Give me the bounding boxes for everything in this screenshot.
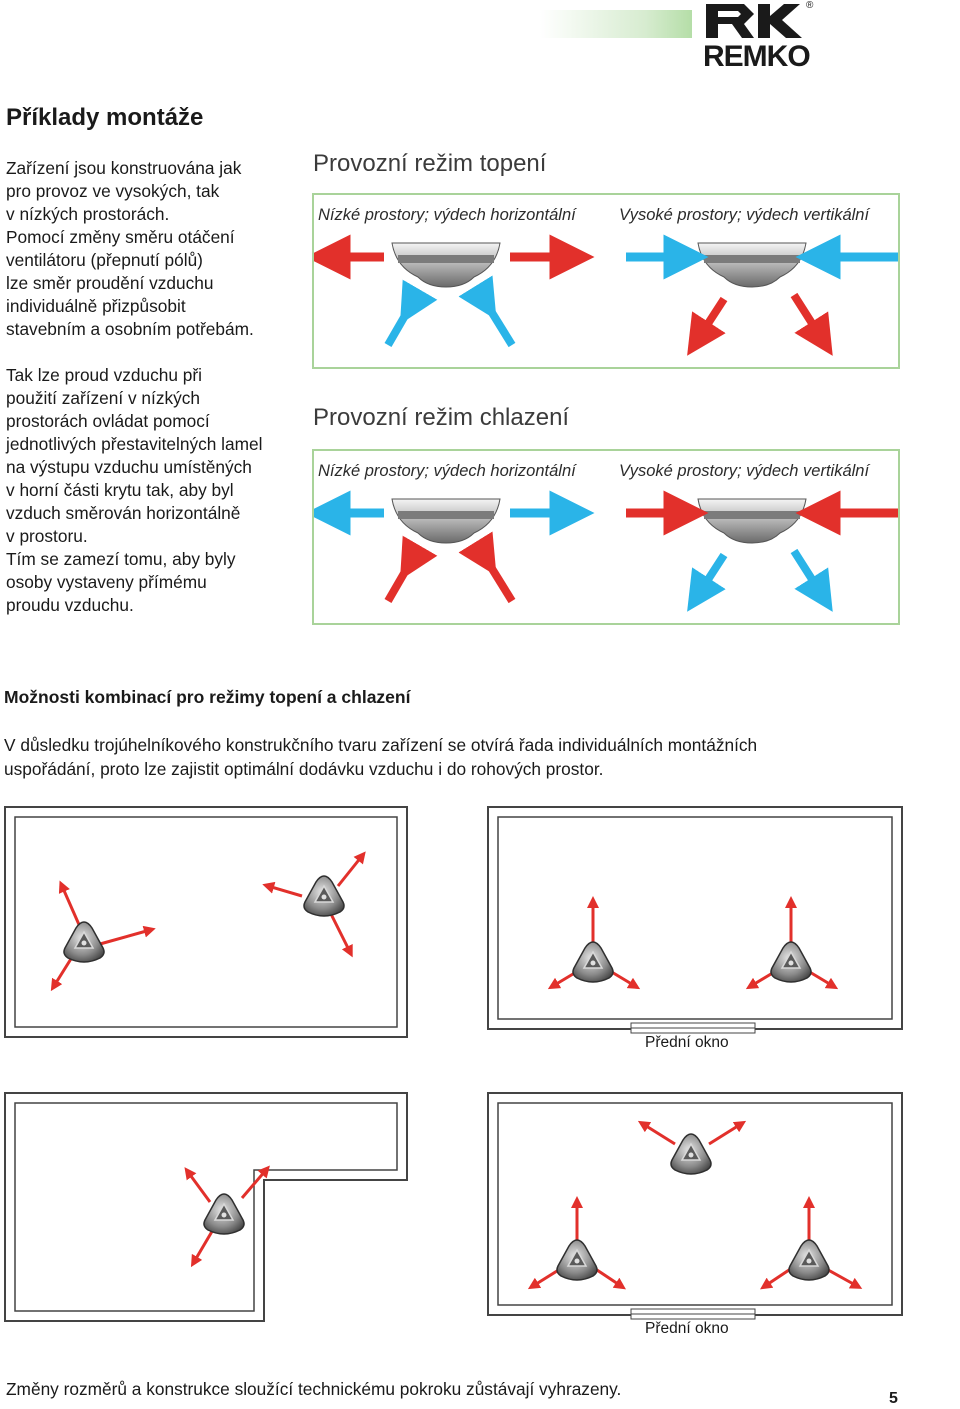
page-number: 5 xyxy=(889,1390,898,1407)
warm-air-arrow xyxy=(687,296,728,356)
text-line: individuálně přizpůsobit xyxy=(6,296,186,316)
text-line: vzduch směrován horizontálně xyxy=(6,503,241,523)
text-line: pro provoz ve vysokých, tak xyxy=(6,181,220,201)
combinations-text: V důsledku trojúhelníkového konstrukčníh… xyxy=(4,733,944,781)
room-plan-1 xyxy=(4,806,408,1038)
airflow-arrow xyxy=(262,881,303,898)
airflow-arrow xyxy=(336,851,366,887)
text-line: V důsledku trojúhelníkového konstrukčníh… xyxy=(4,735,758,755)
airflow-arrow xyxy=(328,911,353,958)
airflow-arrow xyxy=(184,1167,212,1203)
ceiling-unit-right xyxy=(697,242,807,288)
ceiling-unit-right xyxy=(697,498,807,544)
airflow-arrow xyxy=(637,1120,676,1146)
text-line: v prostoru. xyxy=(6,526,88,546)
cooling-mode-figure: Nízké prostory; výdech horizontální Vyso… xyxy=(312,449,900,625)
remko-logo-mark xyxy=(706,4,802,38)
heating-airflow-diagram xyxy=(314,234,898,356)
front-window-label: Přední okno xyxy=(645,1034,729,1051)
cooling-airflow-diagram xyxy=(314,490,898,612)
cooling-low-room-caption: Nízké prostory; výdech horizontální xyxy=(318,462,576,480)
cool-air-arrow xyxy=(458,275,516,348)
text-line: lze směr proudění vzduchu xyxy=(6,273,214,293)
brand-name: REMKO xyxy=(703,40,811,73)
cooling-high-room-caption: Vysoké prostory; výdech vertikální xyxy=(619,462,870,480)
text-line: Tím se zamezí tomu, aby byly xyxy=(6,549,236,569)
heating-mode-title: Provozní režim topení xyxy=(313,150,547,177)
room-plan-2-diagram xyxy=(487,806,903,1034)
ceiling-unit-left xyxy=(391,242,501,288)
room-plan-3 xyxy=(4,1092,408,1322)
heating-low-room-caption: Nízké prostory; výdech horizontální xyxy=(318,206,576,224)
ceiling-unit-left xyxy=(391,498,501,544)
text-line: osoby vystaveny přímému xyxy=(6,572,207,592)
airflow-arrow xyxy=(240,1165,270,1199)
room-plan-4-diagram xyxy=(487,1092,903,1320)
room-plan-3-diagram xyxy=(4,1092,408,1322)
text-line: Tak lze proud vzduchu při xyxy=(6,365,202,385)
footer-note: Změny rozměrů a konstrukce sloužící tech… xyxy=(6,1379,622,1399)
intro-paragraph: Zařízení jsou konstruována jak pro provo… xyxy=(6,157,296,341)
text-line: jednotlivých přestavitelných lamel xyxy=(6,434,263,454)
text-line: Zařízení jsou konstruována jak xyxy=(6,158,242,178)
text-line: ventilátoru (přepnutí pólů) xyxy=(6,250,203,270)
combinations-title: Možnosti kombinací pro režimy topení a c… xyxy=(4,687,411,707)
section-title: Příklady montáže xyxy=(6,104,204,131)
warm-air-arrow xyxy=(384,535,438,604)
text-line: stavebním a osobním potřebám. xyxy=(6,319,254,339)
cool-air-arrow xyxy=(687,552,728,612)
louver-paragraph: Tak lze proud vzduchu při použití zaříze… xyxy=(6,364,296,617)
room-plan-2: Přední okno xyxy=(487,806,903,1051)
text-line: v horní části krytu tak, aby byl xyxy=(6,480,234,500)
airflow-arrow xyxy=(99,925,156,946)
text-line: použití zařízení v nízkých xyxy=(6,388,201,408)
remko-logo: ® REMKO xyxy=(692,0,960,73)
cool-air-arrow xyxy=(790,548,833,612)
room-plan-4: Přední okno xyxy=(487,1092,903,1337)
front-window-label: Přední okno xyxy=(645,1320,729,1337)
room-plan-1-diagram xyxy=(4,806,408,1038)
heating-high-room-caption: Vysoké prostory; výdech vertikální xyxy=(619,206,870,224)
warm-air-arrow xyxy=(458,531,516,604)
text-line: Pomocí změny směru otáčení xyxy=(6,227,235,247)
text-line: v nízkých prostorách. xyxy=(6,204,170,224)
text-line: na výstupu vzduchu umístěných xyxy=(6,457,252,477)
text-line: proudu vzduchu. xyxy=(6,595,134,615)
cool-air-arrow xyxy=(384,279,438,348)
airflow-arrow xyxy=(190,1227,216,1268)
airflow-arrow xyxy=(708,1120,747,1146)
heating-mode-figure: Nízké prostory; výdech horizontální Vyso… xyxy=(312,193,900,369)
text-line: uspořádání, proto lze zajistit optimální… xyxy=(4,759,604,779)
registered-mark: ® xyxy=(806,0,814,11)
text-line: prostorách ovládat pomocí xyxy=(6,411,210,431)
warm-air-arrow xyxy=(790,292,833,356)
cooling-mode-title: Provozní režim chlazení xyxy=(313,404,570,431)
